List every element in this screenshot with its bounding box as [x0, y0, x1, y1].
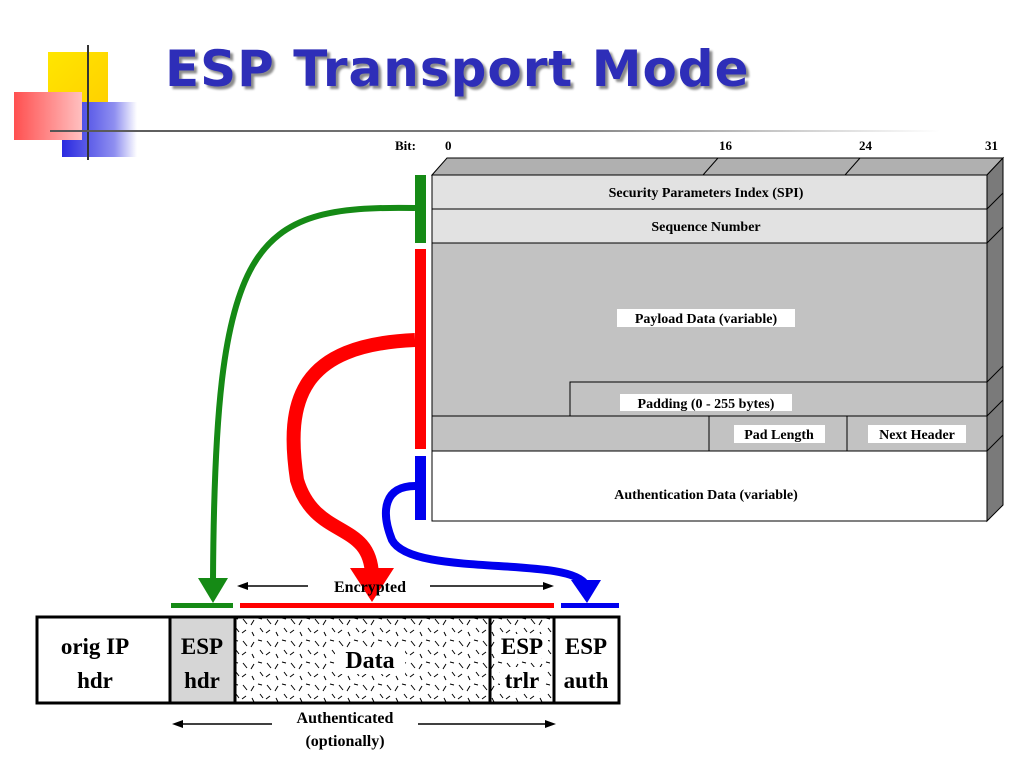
- blue-arrowhead: [571, 580, 601, 603]
- authenticated-label-1: Authenticated: [297, 710, 394, 727]
- spi-label: Security Parameters Index (SPI): [609, 186, 804, 201]
- blue-arrow: [382, 482, 590, 588]
- next-header-label: Next Header: [879, 428, 955, 443]
- esp-hdr-label-1: ESP: [181, 634, 223, 659]
- next-header-label-bg: [868, 425, 966, 443]
- payload-label-bg: [617, 309, 795, 327]
- auth-data-label: Authentication Data (variable): [614, 488, 798, 503]
- esp-auth-label-1: ESP: [565, 634, 607, 659]
- esp-trlr-label-2: trlr: [505, 668, 539, 693]
- field-auth-data: [431, 450, 988, 522]
- orig-ip-label-1: orig IP: [61, 634, 129, 659]
- authenticated-arrow-right: [545, 720, 556, 728]
- field-spi: [431, 174, 988, 210]
- red-bracket: [415, 249, 426, 449]
- bit-31: 31: [985, 138, 998, 153]
- esp-auth-box: [552, 615, 621, 705]
- esp-auth-label-2: auth: [564, 668, 609, 693]
- authenticated-label-2: (optionally): [305, 733, 384, 750]
- padding-label: Padding (0 - 255 bytes): [638, 397, 775, 412]
- red-arrow: [286, 333, 416, 576]
- orig-ip-label-2: hdr: [77, 668, 113, 693]
- green-arrow: [210, 204, 416, 581]
- payload-label: Payload Data (variable): [635, 312, 778, 327]
- esp-trlr-label-bg-2: [500, 667, 544, 691]
- esp-hdr-underline: [171, 603, 233, 608]
- green-bracket: [415, 175, 426, 243]
- esp-trlr-label-bg-1: [496, 634, 548, 658]
- bit-0: 0: [445, 138, 452, 153]
- green-arrowhead: [198, 578, 228, 603]
- side-edges: [986, 192, 1004, 452]
- esp-hdr-label-2: hdr: [184, 668, 220, 693]
- page-title: ESP Transport Mode: [165, 40, 750, 98]
- encrypted-label: Encrypted: [334, 579, 406, 596]
- field-sequence: [431, 208, 988, 244]
- padding-label-bg: [620, 394, 792, 411]
- header-side-face: [986, 156, 1004, 523]
- encrypted-arrow-left: [237, 582, 248, 590]
- blue-bracket: [415, 456, 426, 520]
- data-label-bg: [335, 648, 405, 674]
- top-divider-24: [844, 157, 861, 176]
- top-divider-16: [702, 157, 719, 176]
- esp-trlr-label-1: ESP: [501, 634, 543, 659]
- esp-auth-underline: [561, 603, 619, 608]
- pad-length-label-bg: [734, 425, 825, 443]
- title-rule: [50, 130, 940, 132]
- deco-vertical-line: [87, 45, 89, 160]
- padding-boundary: [432, 381, 987, 417]
- red-arrowhead: [350, 568, 394, 602]
- bit-24: 24: [859, 138, 873, 153]
- sequence-label: Sequence Number: [651, 220, 760, 235]
- deco-red-square: [14, 92, 82, 140]
- encrypted-arrow-right: [543, 582, 554, 590]
- encrypted-underline: [240, 603, 554, 608]
- data-label: Data: [345, 648, 394, 674]
- pad-length-label: Pad Length: [744, 428, 814, 443]
- header-top-face: [430, 157, 1005, 176]
- authenticated-arrow-left: [172, 720, 183, 728]
- bit-16: 16: [719, 138, 733, 153]
- bit-label: Bit:: [395, 138, 416, 153]
